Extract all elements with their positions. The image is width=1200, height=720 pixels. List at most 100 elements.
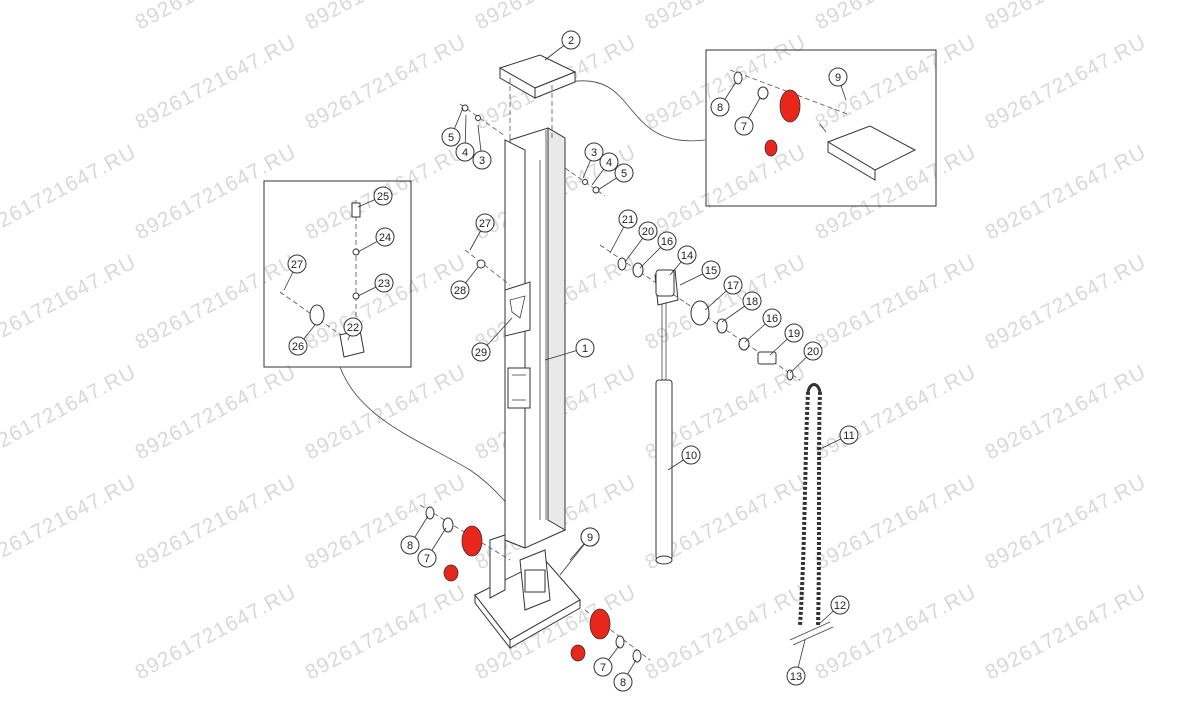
watermark-text: 89261721647.RU <box>0 250 140 354</box>
callout-bubble <box>681 445 701 465</box>
callout-bubble <box>657 231 677 251</box>
watermark-text: 89261721647.RU <box>132 360 301 464</box>
callout-bubble <box>786 666 806 686</box>
watermark-text: 89261721647.RU <box>0 140 140 244</box>
watermark-text: 89261721647.RU <box>0 360 140 464</box>
watermark-text: 89261721647.RU <box>982 580 1151 684</box>
callout-bubble <box>828 67 848 87</box>
callout-number: 14 <box>681 250 693 262</box>
callout-bubble <box>723 275 743 295</box>
cylinder-part <box>654 269 679 565</box>
callout-number: 20 <box>642 226 654 238</box>
callout-number: 9 <box>835 72 841 84</box>
watermark-text: 89261721647.RU <box>132 470 301 574</box>
callout-bubble <box>710 97 730 117</box>
watermark-text: 89261721647.RU <box>812 250 981 354</box>
watermark-text: 89261721647.RU <box>132 250 301 354</box>
callout-number: 16 <box>661 236 673 248</box>
connector-curve-top <box>569 80 706 142</box>
callout-number: 7 <box>600 662 606 674</box>
watermark-text: 89261721647.RU <box>302 0 471 34</box>
base-plate <box>474 534 581 650</box>
callout-number: 4 <box>462 147 468 159</box>
column-part <box>504 127 566 549</box>
callout-bubble <box>614 163 634 183</box>
watermark-text: 89261721647.RU <box>812 470 981 574</box>
watermark-text: 89261721647.RU <box>132 580 301 684</box>
lower-right-pulley-parts <box>570 608 651 663</box>
watermark-text: 89261721647.RU <box>302 580 471 684</box>
callout-bubble <box>373 186 393 206</box>
callout-number: 11 <box>843 430 854 442</box>
callout-number: 2 <box>568 35 574 47</box>
watermark-text: 89261721647.RU <box>812 580 981 684</box>
callout-bubble <box>638 221 658 241</box>
watermark-text: 89261721647.RU <box>642 140 811 244</box>
callout-number: 27 <box>291 259 303 271</box>
callout-number: 13 <box>790 671 802 683</box>
callout-bubble <box>580 527 600 547</box>
watermark-text: 89261721647.RU <box>642 580 811 684</box>
callout-number: 4 <box>606 157 612 169</box>
watermark-text: 89261721647.RU <box>132 140 301 244</box>
callout-bubble <box>475 213 495 233</box>
callout-bubble <box>584 142 604 162</box>
callout-bubble <box>734 116 754 136</box>
watermark-text: 89261721647.RU <box>982 0 1151 34</box>
watermark-text: 89261721647.RU <box>472 0 641 34</box>
callout-bubble <box>450 280 470 300</box>
callout-number: 3 <box>591 147 597 159</box>
callout-number: 10 <box>685 450 697 462</box>
watermark-text: 89261721647.RU <box>302 250 471 354</box>
callout-number: 8 <box>717 102 723 114</box>
callout-number: 24 <box>379 232 391 244</box>
callout-number: 18 <box>746 296 758 308</box>
watermark-text: 89261721647.RU <box>982 250 1151 354</box>
detail-right-parts <box>729 69 917 181</box>
top-cap-part <box>498 54 577 140</box>
chain-anchor <box>789 621 834 646</box>
callout-number: 26 <box>292 341 304 353</box>
callout-bubble <box>830 595 850 615</box>
shaft-parts <box>599 244 801 381</box>
callout-bubble <box>374 273 394 293</box>
callout-number: 23 <box>378 278 390 290</box>
callout-number: 21 <box>622 214 634 226</box>
callout-bubble <box>287 254 307 274</box>
callout-number: 8 <box>620 677 626 689</box>
callout-bubble <box>375 227 395 247</box>
watermark-text: 89261721647.RU <box>0 470 140 574</box>
callout-number: 5 <box>448 132 454 144</box>
callout-bubble <box>784 323 804 343</box>
callout-layer: 1233445577788899910111213141516161718192… <box>283 30 859 692</box>
callout-bubble <box>701 260 721 280</box>
callout-bubble <box>618 209 638 229</box>
callout-bubble <box>417 548 437 568</box>
watermark-text: 89261721647.RU <box>642 0 811 34</box>
callout-bubble <box>803 341 823 361</box>
callout-number: 7 <box>424 553 430 565</box>
callout-number: 5 <box>621 168 627 180</box>
callout-number: 19 <box>788 328 800 340</box>
callout-bubble <box>839 425 859 445</box>
callout-number: 1 <box>582 343 588 355</box>
callout-bubble <box>472 150 492 170</box>
callout-bubble <box>400 535 420 555</box>
callout-number: 27 <box>479 218 491 230</box>
callout-bubble <box>471 342 491 362</box>
detail-box-right <box>705 49 937 207</box>
callout-bubble <box>288 336 308 356</box>
callout-number: 22 <box>347 322 359 334</box>
watermark-text: 89261721647.RU <box>132 0 301 34</box>
callout-bubble <box>455 142 475 162</box>
callout-bubble <box>677 245 697 265</box>
callout-number: 28 <box>454 285 466 297</box>
callout-bubble <box>441 127 461 147</box>
watermark-text: 89261721647.RU <box>982 360 1151 464</box>
watermark-text: 89261721647.RU <box>812 360 981 464</box>
callout-number: 12 <box>834 600 846 612</box>
callout-number: 29 <box>475 347 487 359</box>
callout-number: 16 <box>766 313 778 325</box>
